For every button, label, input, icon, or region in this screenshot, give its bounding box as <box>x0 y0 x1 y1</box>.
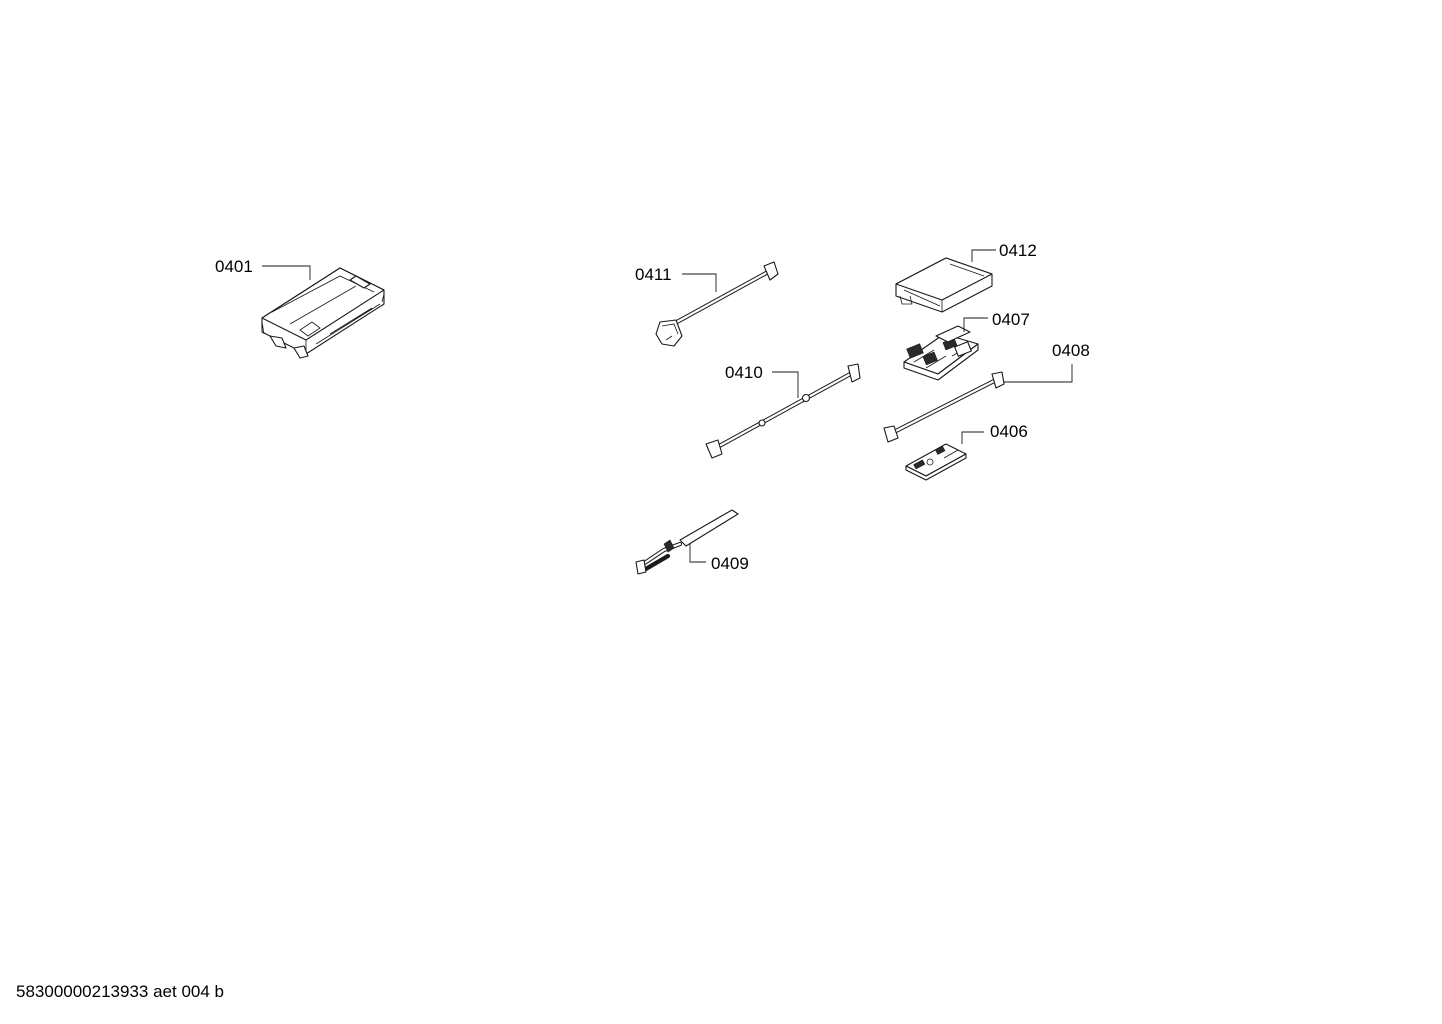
part-label-0406: 0406 <box>990 422 1028 441</box>
part-label-0407: 0407 <box>992 310 1030 329</box>
part-0406-circuit-board-icon[interactable] <box>905 443 967 481</box>
part-0408-cable-harness-icon[interactable] <box>883 371 1005 443</box>
leader-0411 <box>682 273 717 292</box>
leader-0401 <box>262 265 311 280</box>
part-0410-cable-harness-icon[interactable] <box>705 363 861 459</box>
leader-0410 <box>772 371 799 398</box>
document-id: 58300000213933 aet 004 b <box>16 982 224 1001</box>
part-label-0401: 0401 <box>215 257 253 276</box>
part-label-0410: 0410 <box>725 363 763 382</box>
part-label-0412: 0412 <box>999 241 1037 260</box>
part-0411-cable-harness-icon[interactable] <box>655 261 779 347</box>
part-label-0411: 0411 <box>635 265 672 284</box>
part-0401-power-module-icon[interactable] <box>261 267 385 359</box>
leader-0406 <box>961 431 984 444</box>
leader-0407 <box>963 317 988 332</box>
part-0407-circuit-board-icon[interactable] <box>903 325 979 381</box>
part-0412-module-box-icon[interactable] <box>895 257 993 313</box>
part-0409-sensor-cable-icon[interactable] <box>635 509 739 575</box>
leader-0408 <box>1004 364 1073 383</box>
part-label-0409: 0409 <box>711 554 749 573</box>
part-label-0408: 0408 <box>1052 341 1090 360</box>
leader-0409 <box>689 544 706 563</box>
leader-0412 <box>971 249 996 262</box>
